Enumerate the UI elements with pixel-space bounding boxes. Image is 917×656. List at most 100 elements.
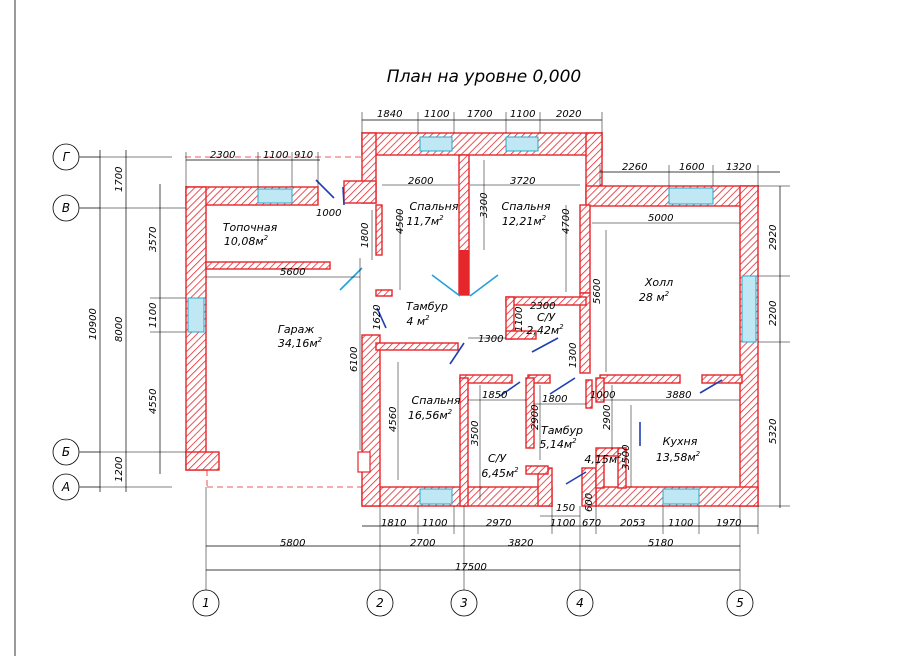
window (741, 275, 757, 343)
windows (187, 136, 757, 505)
room-area: 10,08м2 (224, 234, 269, 248)
dim-text: 5180 (648, 538, 673, 549)
dim-text: 1000 (316, 208, 341, 219)
axis-grid: Г В Б А 1 2 3 4 5 (52, 143, 754, 617)
dim-text: 4560 (388, 407, 399, 432)
window (419, 136, 453, 152)
dim-text: 2260 (622, 162, 647, 173)
dim-text: 1100 (510, 109, 535, 120)
dim-text: 1840 (377, 109, 402, 120)
axis-label-3: 3 (460, 596, 468, 610)
axis-label-2: 2 (376, 596, 384, 610)
dim-text: 2900 (530, 405, 541, 430)
dim-text: 600 (584, 493, 595, 512)
window (419, 488, 453, 505)
room-area: 12,21м2 (502, 214, 547, 228)
room-area: 16,56м2 (408, 408, 453, 422)
room-name: Тамбур (406, 300, 448, 313)
dim-text: 4550 (148, 389, 159, 414)
dim-text: 5600 (280, 267, 305, 278)
dim-text: 5600 (592, 279, 603, 304)
dim-text: 1300 (478, 334, 503, 345)
room-area: 6,45м2 (481, 466, 519, 480)
dim-text: 3880 (666, 390, 691, 401)
dim-text: 5320 (768, 419, 779, 444)
room-name: Спальня (502, 200, 551, 213)
dim-text: 8000 (114, 317, 125, 342)
axis-label-5: 5 (736, 596, 744, 610)
dim-text: 1320 (726, 162, 751, 173)
dim-text: 2700 (410, 538, 435, 549)
doors (315, 179, 723, 485)
axis-label-g: Г (63, 150, 71, 164)
dim-text: 17500 (455, 562, 487, 573)
axis-label-b: Б (62, 445, 70, 459)
window (662, 488, 700, 505)
room-name: С/У (488, 452, 507, 465)
room-area: 28 м2 (639, 290, 670, 304)
dimension-texts: 1840 1100 1700 1100 2020 2300 1100 910 2… (88, 109, 779, 573)
window (187, 297, 205, 333)
dim-text: 1100 (263, 150, 288, 161)
dim-text: 5800 (280, 538, 305, 549)
room-name: Топочная (223, 221, 278, 234)
dim-text: 2900 (602, 405, 613, 430)
dim-text: 910 (294, 150, 313, 161)
dim-text: 3500 (621, 445, 632, 470)
dim-text: 1800 (542, 394, 567, 405)
room-name: Кухня (663, 435, 698, 448)
dim-text: 4700 (561, 209, 572, 234)
room-area: 2,42м2 (526, 323, 564, 337)
axis-label-1: 1 (202, 596, 210, 610)
room-labels: Топочная 10,08м2 Гараж 34,16м2 Спальня 1… (223, 200, 701, 480)
dim-text: 2600 (408, 176, 433, 187)
room-name: Спальня (412, 394, 461, 407)
dim-text: 2300 (210, 150, 235, 161)
dim-text: 1100 (424, 109, 449, 120)
dim-text: 1100 (514, 307, 525, 332)
dim-text: 4500 (395, 209, 406, 234)
window (257, 188, 293, 204)
room-area: 11,7м2 (406, 214, 444, 228)
dim-text: 1700 (114, 167, 125, 192)
room-area: 5,14м2 (539, 437, 577, 451)
dim-text: 1810 (381, 518, 406, 529)
dim-text: 150 (556, 503, 575, 514)
room-name: Гараж (278, 323, 315, 336)
dim-text: 3720 (510, 176, 535, 187)
dim-text: 1970 (716, 518, 741, 529)
dim-text: 2053 (620, 518, 645, 529)
dim-text: 1800 (360, 223, 371, 248)
dim-text: 3820 (508, 538, 533, 549)
room-area: 4,15м2 (584, 452, 622, 466)
room-name: С/У (537, 311, 556, 324)
dim-text: 1100 (422, 518, 447, 529)
axis-label-a: А (61, 480, 70, 494)
dim-text: 1000 (590, 390, 615, 401)
dim-text: 1100 (148, 303, 159, 328)
dim-text: 3570 (148, 227, 159, 252)
axis-label-4: 4 (576, 596, 584, 610)
dim-text: 1850 (482, 390, 507, 401)
axis-label-v: В (62, 201, 70, 215)
dim-text: 1300 (568, 343, 579, 368)
dim-text: 2200 (768, 301, 779, 326)
room-area: 13,58м2 (656, 450, 701, 464)
dim-text: 3500 (470, 421, 481, 446)
dim-text: 3300 (479, 193, 490, 218)
walls (185, 132, 759, 507)
dim-text: 1600 (679, 162, 704, 173)
room-name: Спальня (410, 200, 459, 213)
dim-text: 1700 (467, 109, 492, 120)
dim-text: 670 (582, 518, 601, 529)
dim-text: 10900 (88, 308, 99, 340)
dim-text: 1100 (668, 518, 693, 529)
window (668, 187, 714, 205)
room-name: Холл (644, 276, 673, 289)
room-area: 34,16м2 (278, 336, 323, 350)
dim-text: 6100 (349, 347, 360, 372)
dim-text: 1200 (114, 457, 125, 482)
dim-text: 2970 (486, 518, 511, 529)
dim-text: 5000 (648, 213, 673, 224)
